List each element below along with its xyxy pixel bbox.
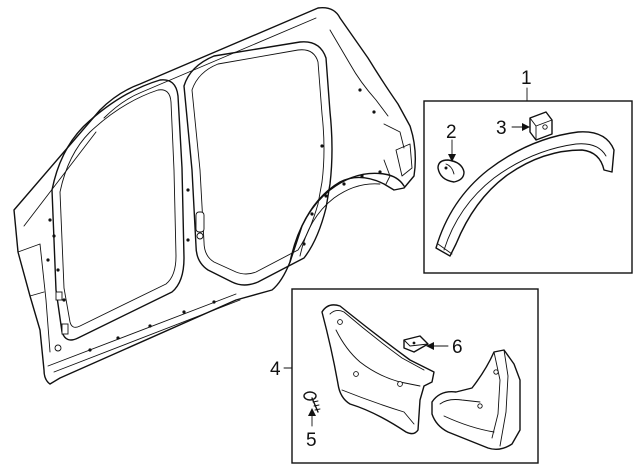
panel-fastener-holes bbox=[46, 88, 382, 352]
callout-3: 3 bbox=[496, 118, 507, 139]
wheel-opening-molding bbox=[435, 131, 615, 257]
rear-splash-guard bbox=[431, 349, 521, 451]
group-box-1 bbox=[423, 87, 633, 274]
splash-guard-screw bbox=[303, 391, 321, 413]
body-side-panel bbox=[13, 7, 417, 385]
callout-4: 4 bbox=[270, 359, 281, 380]
callout-1: 1 bbox=[521, 68, 532, 89]
group-box-4 bbox=[283, 288, 539, 464]
retainer-clip bbox=[529, 111, 553, 141]
push-pin-fastener bbox=[437, 159, 465, 183]
front-splash-guard bbox=[321, 304, 435, 435]
callout-2: 2 bbox=[446, 122, 457, 143]
callout-5: 5 bbox=[306, 430, 317, 451]
callout-6: 6 bbox=[452, 337, 463, 358]
splash-guard-clip bbox=[403, 335, 429, 353]
group-box-1-frame bbox=[423, 100, 633, 274]
